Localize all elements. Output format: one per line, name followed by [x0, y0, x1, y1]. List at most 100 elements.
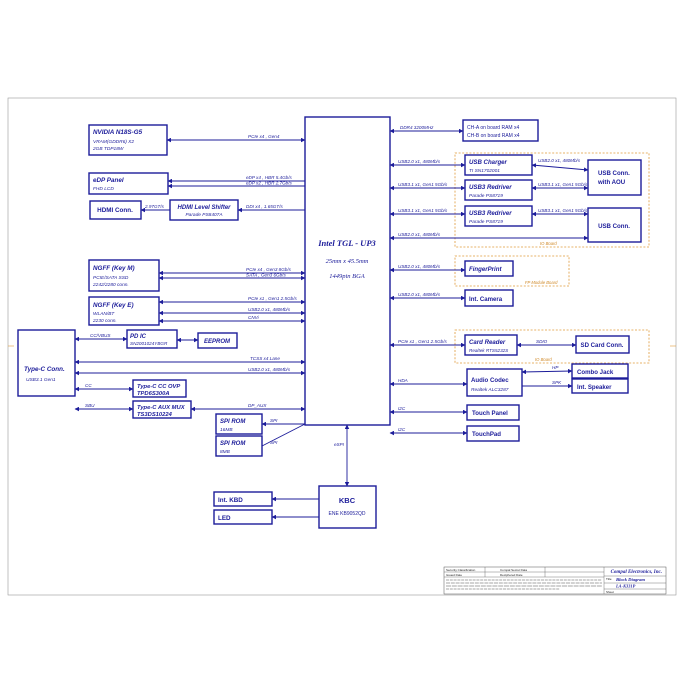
disclaimer-text — [446, 579, 602, 590]
touch-panel-name: Touch Panel — [472, 410, 508, 417]
kbc-block — [318, 485, 377, 529]
issued-date-label: Issued Date — [446, 573, 462, 577]
typec-conn-block — [17, 329, 76, 397]
bus-label-edp-1: eDP x4 , HBR 5.4Gb/s — [246, 175, 292, 180]
bus-label-hda: HDA — [398, 378, 408, 383]
kbc-name: KBC — [339, 496, 356, 505]
edp-panel-sub: FHD LCD — [93, 186, 114, 192]
bus-label-hdmi: 2.97GT/s — [144, 204, 165, 209]
kbc-part: ENE KB9052QD — [329, 511, 366, 517]
bus-label-edp-2: eDP x2 , HBR 2.7Gb/s — [246, 181, 292, 186]
security-label: Security Classification — [446, 568, 476, 572]
cpu-size: 25mm x 45.5mm — [326, 258, 369, 265]
bus-label-redriver-2-out: USB3.1 x1, Gen1 5Gb/s — [538, 208, 588, 213]
bus-label-redriver-2: USB3.1 x1, Gen1 5Gb/s — [398, 208, 448, 213]
bus-label-ddr: DDR4 3200MHz — [400, 125, 434, 130]
ngff-key-e-block — [88, 296, 160, 326]
typec-ovp-name: Type-C CC OVP — [137, 384, 180, 390]
typec-aux-mux-name: Type-C AUX MUX — [137, 405, 186, 411]
bus-label-tcss: TCSS x4 Lane — [250, 356, 280, 361]
bus-label-i2c-2: I2C — [398, 427, 406, 432]
int-camera-name: Int. Camera — [469, 296, 503, 303]
cpu-package: 1449pin BGA — [329, 273, 365, 280]
hdmi-shifter-sub: Parade PS8407A — [185, 212, 222, 218]
bus-label-i2c-1: I2C — [398, 406, 406, 411]
hdmi-conn-name: HDMI Conn. — [97, 207, 133, 214]
spi-rom-8mb-name: SPI ROM — [220, 441, 246, 447]
int-speaker-name: Int. Speaker — [577, 384, 612, 391]
spi-rom-16mb-size: 16MB — [220, 427, 233, 433]
io-board-2-label: IO Board — [535, 357, 552, 362]
bus-label-redriver-1: USB3.1 x1, Gen1 5Gb/s — [398, 182, 448, 187]
bus-label-typec-usb2: USB2.0 x1, 480Mb/s — [248, 367, 291, 372]
ram-channel-a: CH-A on board RAM x4 — [467, 125, 519, 131]
audio-codec-block — [466, 368, 523, 397]
classification-value: Compal Secret Data — [500, 568, 527, 572]
bus-label-redriver-1-out: USB3.1 x1, Gen1 5Gb/s — [538, 182, 588, 187]
usb-conn-aou-block — [587, 159, 642, 196]
usb3-redriver-2-sub: Parade PS8719 — [469, 219, 503, 225]
typec-conn-sub: USB3.1 Gen1 — [26, 377, 56, 383]
bus-label-sdio: SDIO — [536, 339, 548, 344]
usb-conn-name: USB Conn. — [598, 223, 630, 230]
title-value: Block Diagram — [615, 577, 645, 582]
bus-label-ngff-e-3: CNVi — [248, 315, 260, 320]
usb-conn-aou-line1: USB Conn. — [598, 170, 630, 177]
bus-label-spk: SPK — [552, 380, 562, 385]
title-block-frame — [443, 566, 667, 595]
touchpad-name: TouchPad — [472, 431, 501, 438]
usb3-redriver-1-name: USB3 Redriver — [469, 184, 512, 191]
cpu-name: Intel TGL - UP3 — [317, 238, 376, 248]
fingerprint-name: FingerPrint — [469, 266, 502, 273]
sheet-frame — [7, 97, 677, 596]
bus-label-pd: CC/VBUS — [90, 333, 111, 338]
ngff-key-m-block — [88, 259, 160, 292]
cpu-block — [304, 116, 391, 426]
usb3-redriver-2-name: USB3 Redriver — [469, 210, 512, 217]
bus-label-hp: HP — [552, 365, 559, 370]
usb-conn-aou-line2: with AOU — [597, 179, 626, 186]
bus-label-ngff-m-2: SATA , Gen3 6Gb/s — [246, 273, 286, 278]
audio-codec-sub: Realtek ALC3287 — [471, 387, 509, 393]
usb-charger-name: USB Charger — [469, 159, 508, 166]
bus-label-cc: CC — [85, 383, 92, 388]
gpu-vram: VRAM(GDDR6) X2 — [93, 139, 134, 145]
bus-label-spi-2: SPI — [270, 440, 278, 445]
sd-card-conn-name: SD Card Conn. — [581, 342, 624, 349]
typec-ovp-sub: TPD6S300A — [137, 391, 170, 397]
gpu-name: NVIDIA N18S-G5 — [93, 129, 143, 136]
bus-label-ngff-e-2: USB2.0 x1, 480Mb/s — [248, 307, 291, 312]
wire-usb-charger-out — [531, 163, 589, 172]
edp-panel-name: eDP Panel — [93, 177, 124, 184]
company-name: Compal Electronics, Inc. — [611, 570, 662, 575]
led-name: LED — [218, 515, 231, 522]
spi-rom-16mb-name: SPI ROM — [220, 419, 246, 425]
typec-conn-name: Type-C Conn. — [24, 366, 65, 373]
ngff-key-m-name: NGFF (Key M) — [93, 265, 135, 272]
ngff-key-e-wlan: WLAN/BT — [93, 311, 115, 317]
title-label: Title — [606, 577, 612, 581]
wire-hp — [521, 368, 573, 375]
int-kbd-name: Int. KBD — [218, 497, 243, 504]
ngff-key-m-conn: 2242/2280 conn. — [92, 282, 129, 288]
bus-label-usb-charger: USB2.0 x1, 480Mb/s — [398, 159, 441, 164]
hdmi-shifter-name: HDMI Level Shifter — [177, 205, 231, 211]
audio-codec-name: Audio Codec — [471, 377, 509, 384]
usb3-redriver-1-sub: Parade PS8719 — [469, 193, 503, 199]
gpu-tdp: 2GB TDP18W — [92, 146, 124, 152]
doc-number: LA-K331P — [615, 584, 636, 589]
bus-label-fingerprint: USB2.0 x1, 480Mb/s — [398, 264, 441, 269]
usb-conn-block — [587, 207, 642, 243]
bus-label-ddi: DDI x4 , 1.65GT/s — [246, 204, 283, 209]
bus-label-sbu: SBU — [85, 403, 95, 408]
ngff-key-m-ssd: PCIE/SATA SSD — [93, 275, 129, 281]
bus-label-camera: USB2.0 x1, 480Mb/s — [398, 292, 441, 297]
fp-module-board-label: FP Module Board — [525, 280, 558, 285]
bus-label-dp-aux: DP_AUX — [248, 403, 267, 408]
edp-panel-block — [88, 172, 169, 195]
bus-label-ngff-e-1: PCIe x1 , Gen1 2.5Gb/s — [248, 296, 297, 301]
deciphered-date-label: Deciphered Date — [500, 573, 523, 577]
bus-label-usb-charger-out: USB2.0 x1, 480Mb/s — [538, 158, 581, 163]
bus-label-gpu: PCIe x4 , Gen4 — [248, 134, 280, 139]
spi-rom-8mb-size: 8MB — [220, 449, 231, 455]
